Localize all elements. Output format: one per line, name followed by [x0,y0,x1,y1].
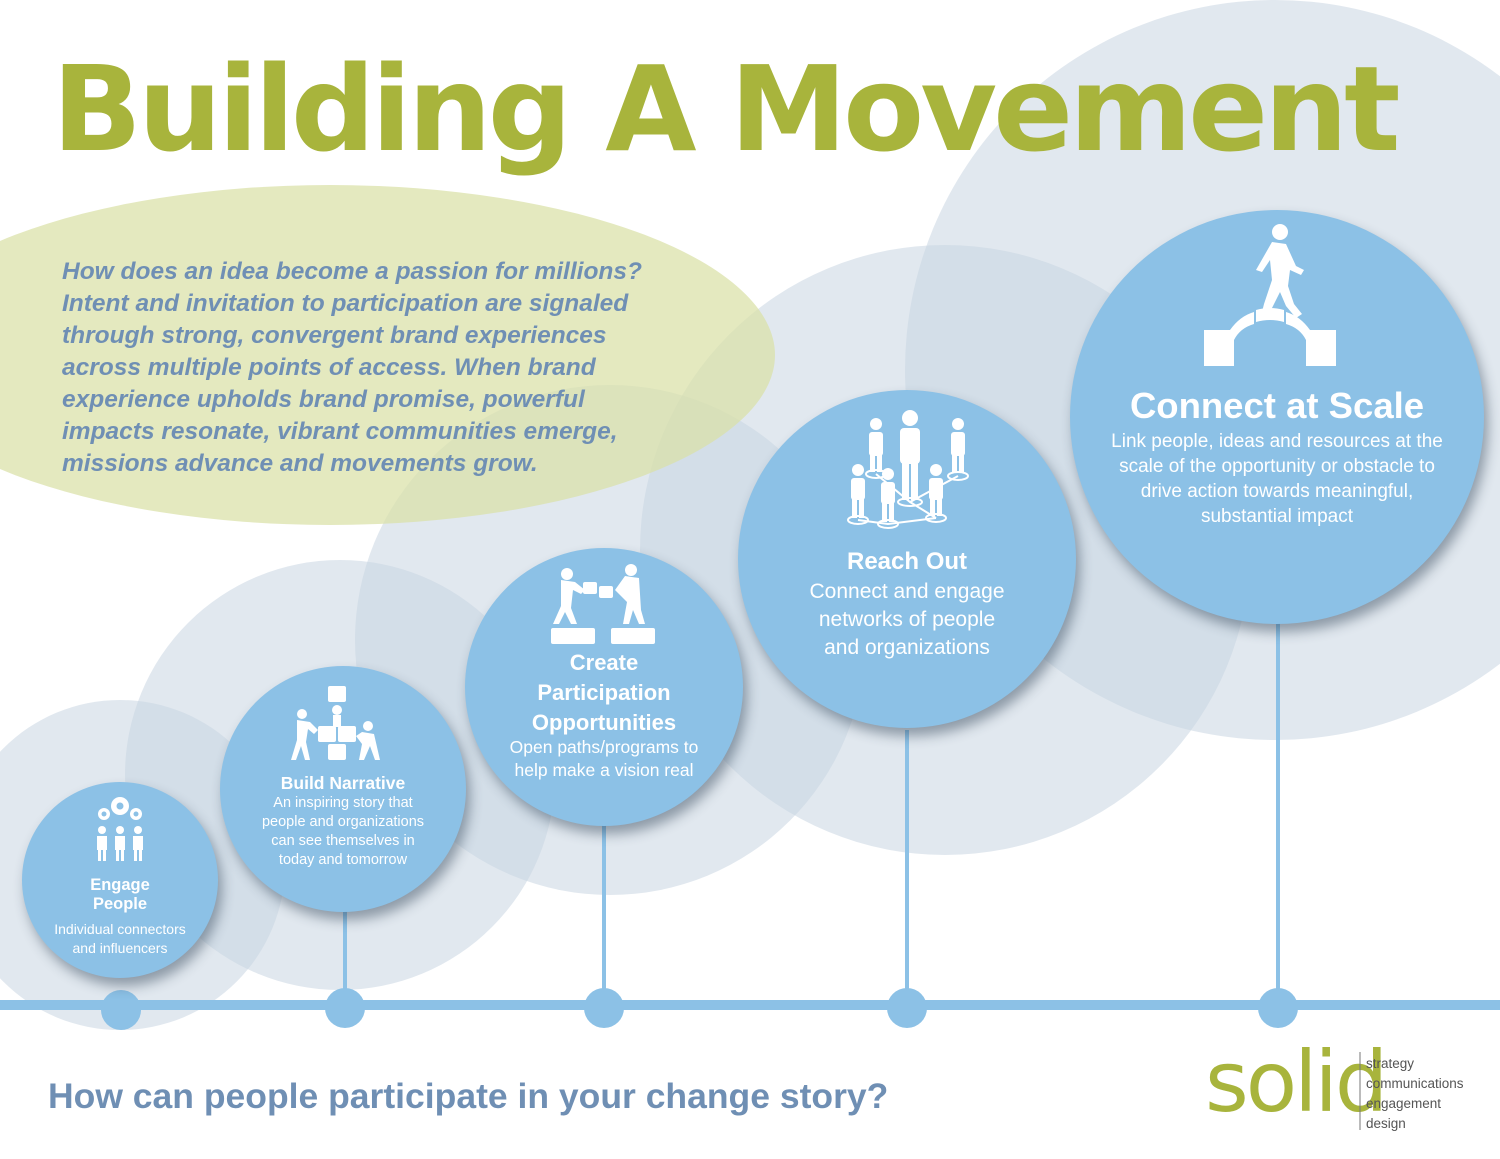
people-network-icon [847,410,969,529]
step-desc-line: can see themselves in [271,833,415,849]
step-desc-line: scale of the opportunity or obstacle to [1119,456,1435,477]
team-gears-icon [97,797,143,861]
walker-puzzle-bridge-icon [1204,224,1336,366]
timeline-node [325,988,365,1028]
step-title-line: Create [569,650,639,675]
timeline-node [584,988,624,1028]
step-desc-line: help make a vision real [514,760,694,780]
tagline-line: design [1366,1116,1406,1131]
people-stacking-blocks-icon [291,686,380,760]
step-engage-people: Engage People Individual connectors and … [22,782,218,978]
step-desc-line: networks of people [818,608,996,631]
step-title: Reach Out [846,548,968,575]
step-desc-line: Link people, ideas and resources at the [1111,431,1443,452]
step-desc-line: Individual connectors [54,921,186,937]
step-title-line: Engage [90,876,150,894]
step-title-line: Participation [537,680,671,705]
timeline-node [887,988,927,1028]
step-desc-line: substantial impact [1200,506,1354,527]
brand-logo: solid [1205,1033,1388,1131]
step-desc-line: people and organizations [261,814,425,830]
step-title-line: People [92,895,148,913]
page-title: Building A Movement [52,40,1401,178]
step-title-line: Opportunities [531,710,677,735]
step-desc-line: Open paths/programs to [509,737,699,757]
step-create-participation: Create Participation Opportunities Open … [465,548,743,826]
tagline-line: strategy [1366,1056,1415,1071]
timeline-node [1258,988,1298,1028]
intro-paragraph: How does an idea become a passion for mi… [62,258,642,477]
step-title: Build Narrative [280,773,406,793]
step-desc-line: and organizations [824,636,990,659]
step-desc-line: drive action towards meaningful, [1140,481,1414,502]
brand-tagline: strategy communications engagement desig… [1366,1054,1464,1134]
step-desc-line: An inspiring story that [273,795,413,811]
step-title: Connect at Scale [1129,385,1425,426]
closing-question: How can people participate in your chang… [48,1076,889,1116]
intro-ellipse [0,185,775,525]
step-connect-at-scale: Connect at Scale Link people, ideas and … [1070,210,1484,624]
timeline-node [101,990,141,1030]
tagline-line: communications [1366,1076,1464,1091]
step-desc-line: today and tomorrow [278,852,408,868]
timeline-bar [0,1000,1500,1010]
step-build-narrative: Build Narrative An inspiring story that … [220,666,466,912]
puzzle-builders-icon [551,564,655,644]
step-desc-line: and influencers [72,940,168,956]
step-desc-line: Connect and engage [809,580,1005,603]
tagline-line: engagement [1366,1096,1442,1111]
step-reach-out: Reach Out Connect and engage networks of… [738,390,1076,728]
